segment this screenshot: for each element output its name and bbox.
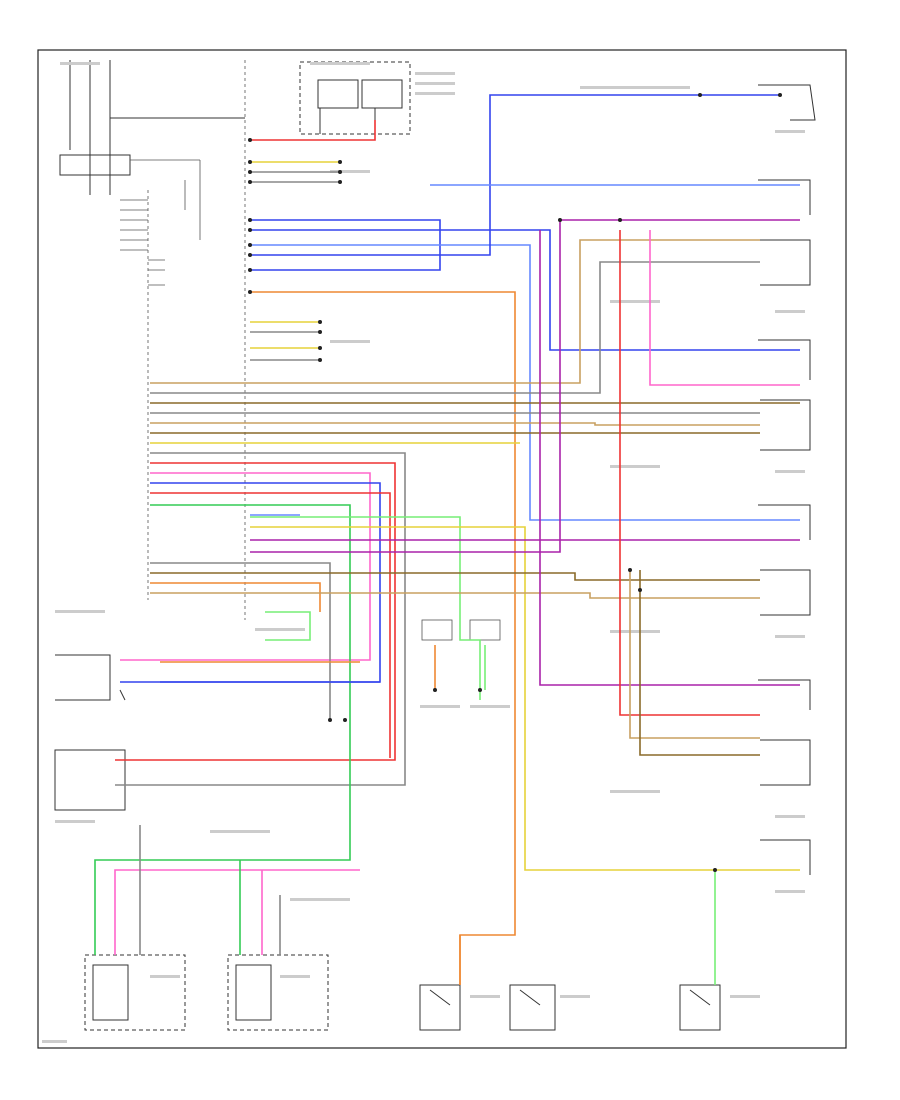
- wire-blue-7: [250, 94, 780, 256]
- wire-tan-18: [150, 422, 760, 426]
- wire-tan-42: [629, 570, 760, 739]
- splice-dot-20: [713, 868, 717, 872]
- splice-dot-13: [318, 320, 322, 324]
- splice-dot-5: [248, 228, 252, 232]
- splice-dot-22: [778, 93, 782, 97]
- wire-brown-32: [150, 572, 760, 581]
- diagram-border: [37, 49, 847, 1049]
- splice-dot-27: [478, 688, 482, 692]
- central-connector-column: [147, 60, 246, 620]
- splice-dot-9: [248, 290, 252, 294]
- wire-orange-33: [150, 582, 321, 612]
- splice-dot-16: [318, 358, 322, 362]
- wire-red-0: [250, 120, 376, 141]
- splice-dot-12: [338, 180, 342, 184]
- wire-yellow-28: [250, 526, 800, 871]
- splice-dot-25: [343, 718, 347, 722]
- wire-red-40: [619, 230, 760, 716]
- relay-block-top: [299, 61, 411, 135]
- splice-dots: [248, 93, 782, 872]
- wire-blue-5: [250, 229, 800, 351]
- splice-dot-7: [248, 253, 252, 257]
- wire-gray-15: [150, 261, 760, 394]
- wire-light_green-35: [265, 611, 311, 641]
- splice-dot-21: [698, 93, 702, 97]
- wire-runs: [94, 94, 800, 985]
- splice-dot-3: [248, 180, 252, 184]
- left-connector-stack: [120, 199, 165, 286]
- splice-dot-24: [328, 718, 332, 722]
- splice-dot-10: [338, 160, 342, 164]
- splice-dot-2: [248, 170, 252, 174]
- wire-red-25: [150, 492, 391, 758]
- right-switch-modules: [758, 84, 816, 875]
- splice-dot-6: [248, 243, 252, 247]
- wire-violet-30: [250, 219, 800, 553]
- wire-brown-43: [639, 570, 760, 756]
- left-switch-modules: [54, 654, 126, 811]
- splice-dot-18: [618, 218, 622, 222]
- wire-green-26: [94, 504, 351, 955]
- power-source-block: [59, 60, 245, 240]
- splice-dot-15: [318, 346, 322, 350]
- splice-dot-4: [248, 218, 252, 222]
- splice-dot-0: [248, 138, 252, 142]
- wire-pink-23: [120, 472, 371, 661]
- splice-dot-23: [638, 588, 642, 592]
- splice-dot-17: [558, 218, 562, 222]
- wire-violet-38: [539, 230, 800, 686]
- wire-tan-34: [150, 592, 760, 599]
- splice-dot-19: [628, 568, 632, 572]
- splice-dot-1: [248, 160, 252, 164]
- wire-pink-47: [114, 869, 360, 955]
- bottom-lock-modules: [84, 954, 721, 1031]
- wire-orange-9: [250, 291, 516, 985]
- splice-dot-26: [433, 688, 437, 692]
- splice-dot-11: [338, 170, 342, 174]
- center-switches: [421, 619, 501, 641]
- wire-gray-31: [150, 562, 331, 720]
- wire-gray-21: [115, 452, 406, 786]
- splice-dot-14: [318, 330, 322, 334]
- wire-red-22: [115, 462, 396, 761]
- wire-light_green-27: [250, 516, 481, 700]
- wire-pink-41: [649, 230, 800, 386]
- wire-tan-14: [150, 239, 760, 384]
- faint-label-marks: [42, 62, 805, 1043]
- splice-dot-8: [248, 268, 252, 272]
